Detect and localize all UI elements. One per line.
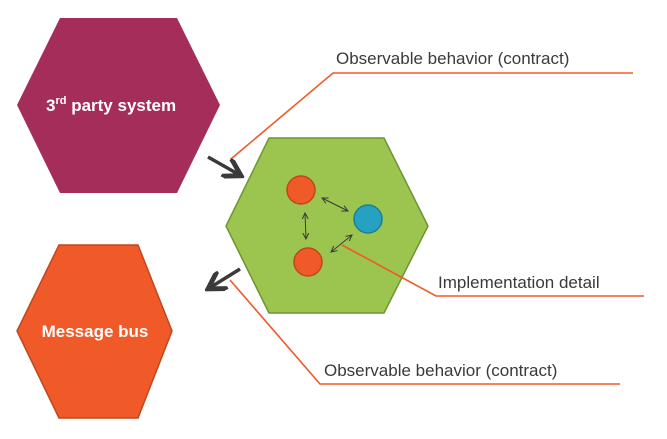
callout-label-middle: Implementation detail xyxy=(438,273,600,292)
message-bus-label: Message bus xyxy=(42,322,149,341)
third-party-label: 3rd party system xyxy=(46,95,176,115)
arrow-out-icon xyxy=(211,267,241,287)
arrow-in-icon xyxy=(207,155,238,174)
callout-line-top xyxy=(230,72,633,160)
inner-arrow-top-right xyxy=(322,198,348,211)
callout-line-bottom xyxy=(229,279,620,385)
inner-node-bottom xyxy=(293,247,323,277)
inner-node-right xyxy=(353,204,383,234)
message-bus-hexagon xyxy=(16,244,173,419)
callout-label-bottom: Observable behavior (contract) xyxy=(324,361,557,380)
domain-hexagon xyxy=(225,137,429,314)
third-party-hexagon xyxy=(17,18,220,193)
inner-arrow-bottom-right xyxy=(331,235,352,252)
inner-node-top xyxy=(286,175,316,205)
inner-arrow-top-bottom xyxy=(305,213,306,239)
callout-line-middle xyxy=(341,244,644,297)
callout-label-top: Observable behavior (contract) xyxy=(336,49,569,68)
